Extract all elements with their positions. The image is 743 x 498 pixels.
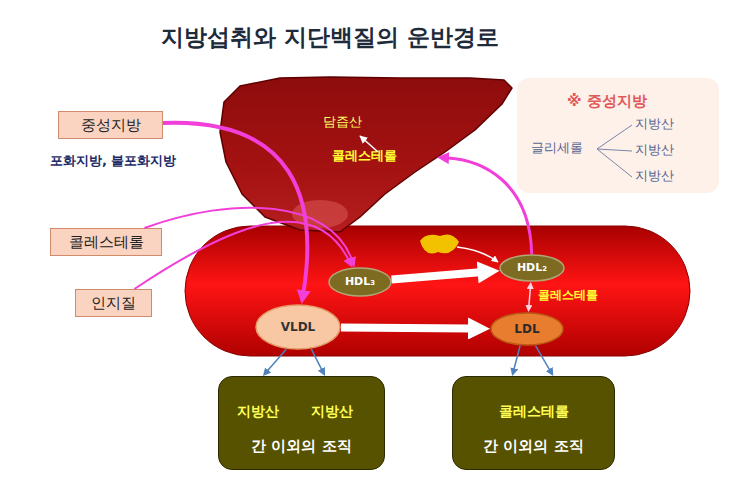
node-text: HDL₂ — [517, 261, 547, 274]
thin-arrow — [457, 247, 498, 262]
node-text: 지방산 — [635, 116, 674, 132]
node-text: 간 이외의 조직 — [251, 437, 351, 455]
connector-line — [144, 208, 351, 259]
node-text: 지방산 — [311, 403, 353, 420]
note-box: ※ 중성지방글리세롤지방산지방산지방산 — [517, 78, 719, 193]
input-box: 중성지방 — [58, 111, 163, 139]
branch-lines — [597, 125, 632, 177]
liver-shape: 담즙산콜레스테롤 — [220, 72, 515, 234]
tissue-box: 지방산 지방산간 이외의 조직 — [218, 376, 385, 470]
blood-vessel — [185, 226, 690, 356]
connector-arrow — [163, 123, 307, 292]
connector-line — [529, 288, 530, 305]
node-text: 간 이외의 조직 — [483, 437, 583, 455]
lipoprotein-ellipse: HDL₂ — [499, 254, 565, 282]
connector-line — [341, 327, 470, 328]
node-text: 중성지방 — [81, 116, 141, 134]
diagram-title: 지방섭취와 지단백질의 운반경로 — [0, 22, 660, 53]
node-text: 지방산 — [635, 142, 674, 158]
lipoprotein-ellipse: VLDL — [255, 304, 341, 350]
lipoprotein-ellipse: HDL₃ — [328, 267, 392, 297]
input-box: 인지질 — [75, 289, 152, 317]
node-text: ※ 중성지방 — [567, 92, 647, 110]
node-text: HDL₃ — [345, 275, 375, 288]
connector-line — [311, 349, 322, 370]
connector-line — [514, 346, 520, 369]
node-text: 콜레스테롤 — [69, 233, 144, 251]
tissue-box: 콜레스테롤간 이외의 조직 — [452, 376, 615, 470]
node-text: LDL — [514, 322, 539, 336]
node-text: 인지질 — [91, 294, 136, 312]
bile-arrow — [360, 136, 378, 152]
connector-arrow — [514, 346, 550, 370]
connector-line — [134, 222, 348, 289]
input-box: 콜레스테롤 — [50, 228, 162, 256]
lipoprotein-ellipse: LDL — [490, 312, 564, 346]
connector-arrow — [144, 208, 351, 259]
node-text: 담즙산 — [323, 114, 362, 130]
node-text: VLDL — [281, 320, 316, 334]
node-text: 지방산 — [635, 168, 674, 184]
connector-line — [392, 272, 480, 279]
edge-label: 콜레스테롤 — [538, 288, 598, 302]
fat-blob — [420, 234, 459, 253]
connector-arrow — [134, 222, 348, 289]
node-text: 글리세롤 — [531, 140, 583, 156]
connector-line — [268, 349, 287, 370]
node-text: 콜레스테롤 — [499, 403, 569, 420]
connector-line — [535, 346, 549, 370]
node-text: 콜레스테롤 — [332, 148, 397, 164]
note-label: 포화지방, 불포화지방 — [50, 153, 176, 169]
connector-arrow — [392, 272, 480, 279]
node-text: 지방산 — [237, 403, 279, 420]
connector-arrow — [529, 288, 530, 305]
connector-line — [163, 123, 307, 292]
connector-line — [448, 158, 532, 254]
connector-arrow — [268, 349, 322, 371]
connector-arrow — [341, 327, 470, 328]
connector-arrow — [448, 158, 532, 254]
